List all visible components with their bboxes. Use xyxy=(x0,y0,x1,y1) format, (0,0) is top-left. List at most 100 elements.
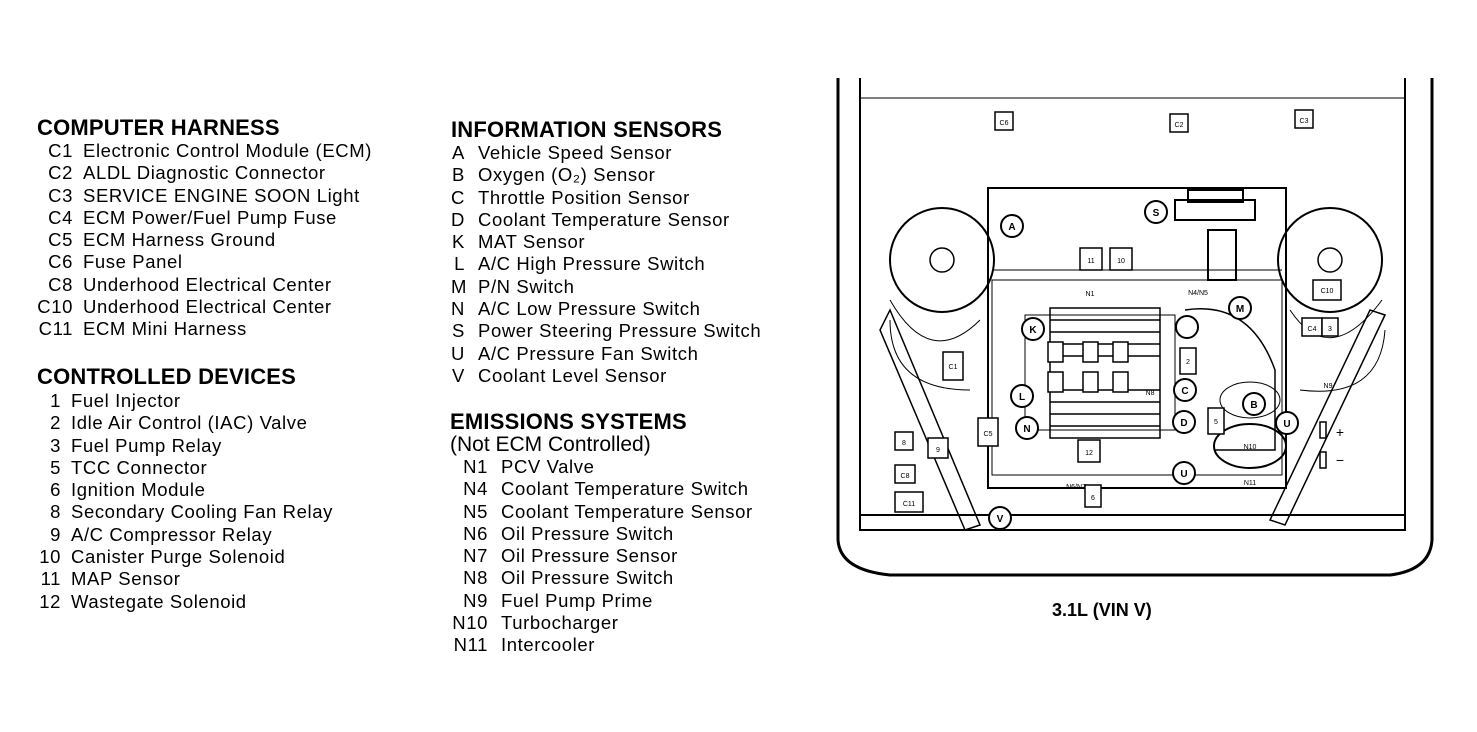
label-3: 3 xyxy=(1328,326,1332,333)
label-b: B xyxy=(1250,400,1257,411)
information-sensors-item-code: S xyxy=(452,320,465,342)
computer-harness-item-label: Fuse Panel xyxy=(83,251,183,273)
controlled-devices-item-label: TCC Connector xyxy=(71,456,208,478)
turbocharger-shape xyxy=(1213,423,1287,469)
engine-compartment-diagram: A S M K C L N D B U U V C6 C2 C3 C10 C4 … xyxy=(836,78,1434,577)
computer-harness-item: C4 ECM Power/Fuel Pump Fuse xyxy=(37,207,372,229)
controlled-devices-item: 10 Canister Purge Solenoid xyxy=(37,546,333,568)
controlled-devices-item-code: 5 xyxy=(50,456,61,478)
information-sensors-item-label: Coolant Temperature Sensor xyxy=(478,208,730,230)
emissions-systems-item-label: Coolant Temperature Sensor xyxy=(501,500,753,522)
information-sensors-item-code: C xyxy=(451,186,465,208)
information-sensors-item-code: K xyxy=(452,231,465,253)
information-sensors-item-label: MAT Sensor xyxy=(478,231,586,253)
computer-harness-item-label: Underhood Electrical Center xyxy=(83,296,332,318)
computer-harness-item-label: ECM Harness Ground xyxy=(83,229,276,251)
computer-harness-heading: COMPUTER HARNESS xyxy=(37,115,280,140)
label-n4n5: N4/N5 xyxy=(1188,290,1208,297)
emissions-systems-item-code: N8 xyxy=(463,567,488,589)
emissions-systems-item-code: N9 xyxy=(463,589,488,611)
information-sensors-item-label: A/C Low Pressure Switch xyxy=(478,298,701,320)
information-sensors-item: N A/C Low Pressure Switch xyxy=(451,298,761,320)
information-sensors-item: K MAT Sensor xyxy=(451,231,761,253)
label-n1: N1 xyxy=(1086,291,1095,298)
controlled-devices-item-label: Secondary Cooling Fan Relay xyxy=(71,501,333,523)
information-sensors-item-code: A xyxy=(452,142,465,163)
information-sensors-item-code: N xyxy=(451,298,465,320)
computer-harness-item-label: Electronic Control Module (ECM) xyxy=(83,140,372,161)
emissions-systems-item-label: Coolant Temperature Switch xyxy=(501,478,749,500)
emissions-systems-item-label: Intercooler xyxy=(501,634,596,656)
label-11: 11 xyxy=(1087,258,1094,265)
information-sensors-item-code: M xyxy=(451,275,468,297)
controlled-devices-item-label: A/C Compressor Relay xyxy=(71,523,273,545)
inner-fender-outline xyxy=(859,78,1406,531)
computer-harness-item: C1 Electronic Control Module (ECM) xyxy=(37,140,372,162)
label-6: 6 xyxy=(1091,495,1095,502)
emissions-systems-item-label: PCV Valve xyxy=(501,456,595,477)
emissions-systems-item-code: N5 xyxy=(463,500,488,522)
emissions-systems-item-code: N4 xyxy=(463,478,488,500)
left-strut xyxy=(879,308,982,531)
diagram-caption: 3.1L (VIN V) xyxy=(1052,600,1152,620)
emissions-systems-item-label: Oil Pressure Sensor xyxy=(501,545,678,567)
controlled-devices-item-code: 11 xyxy=(40,568,61,590)
label-c11: C11 xyxy=(903,501,915,508)
label-12: 12 xyxy=(1085,450,1093,457)
controlled-devices-item-code: 3 xyxy=(50,434,61,456)
label-c3: C3 xyxy=(1300,118,1309,125)
computer-harness-item-label: ECM Mini Harness xyxy=(83,318,247,340)
controlled-devices-item-code: 6 xyxy=(50,479,61,501)
controlled-devices-item-code: 1 xyxy=(50,390,61,411)
computer-harness-item-code: C4 xyxy=(48,206,73,228)
computer-harness-item-code: C1 xyxy=(48,140,73,161)
controlled-devices-item-label: Canister Purge Solenoid xyxy=(71,546,286,568)
label-s: S xyxy=(1153,208,1160,219)
emissions-systems-heading: EMISSIONS SYSTEMS xyxy=(450,409,687,434)
controlled-devices-item-code: 10 xyxy=(39,546,61,568)
intake-manifold xyxy=(1024,307,1176,439)
information-sensors-item-code: U xyxy=(451,342,465,364)
engine-block xyxy=(987,187,1287,489)
information-sensors-item-code: D xyxy=(451,208,465,230)
label-l: L xyxy=(1019,392,1025,403)
emissions-systems-section: EMISSIONS SYSTEMS (Not ECM Controlled) N… xyxy=(450,410,753,657)
controlled-devices-item-code: 8 xyxy=(50,501,61,523)
computer-harness-item-label: ECM Power/Fuel Pump Fuse xyxy=(83,206,337,228)
information-sensors-item-code: B xyxy=(452,164,465,186)
controlled-devices-item-code: 9 xyxy=(50,523,61,545)
left-pulley xyxy=(889,207,995,313)
information-sensors-item: C Throttle Position Sensor xyxy=(451,187,761,209)
battery-minus-label: − xyxy=(1336,452,1344,468)
information-sensors-item-label: Throttle Position Sensor xyxy=(478,186,690,208)
label-n8: N8 xyxy=(1146,390,1155,397)
emissions-systems-item: N8 Oil Pressure Switch xyxy=(450,567,753,589)
emissions-systems-item-label: Fuel Pump Prime xyxy=(501,589,653,611)
label-k: K xyxy=(1029,325,1037,336)
computer-harness-item-code: C11 xyxy=(38,318,73,340)
information-sensors-item: D Coolant Temperature Sensor xyxy=(451,209,761,231)
label-c1: C1 xyxy=(949,364,958,371)
emissions-systems-item-code: N11 xyxy=(453,634,488,656)
information-sensors-item-label: Power Steering Pressure Switch xyxy=(478,320,762,342)
label-u-right: U xyxy=(1283,419,1290,430)
label-a: A xyxy=(1008,222,1015,233)
information-sensors-item-label: A/C Pressure Fan Switch xyxy=(478,342,699,364)
information-sensors-item-label: A/C High Pressure Switch xyxy=(478,253,706,275)
emissions-systems-item-label: Oil Pressure Switch xyxy=(501,567,674,589)
